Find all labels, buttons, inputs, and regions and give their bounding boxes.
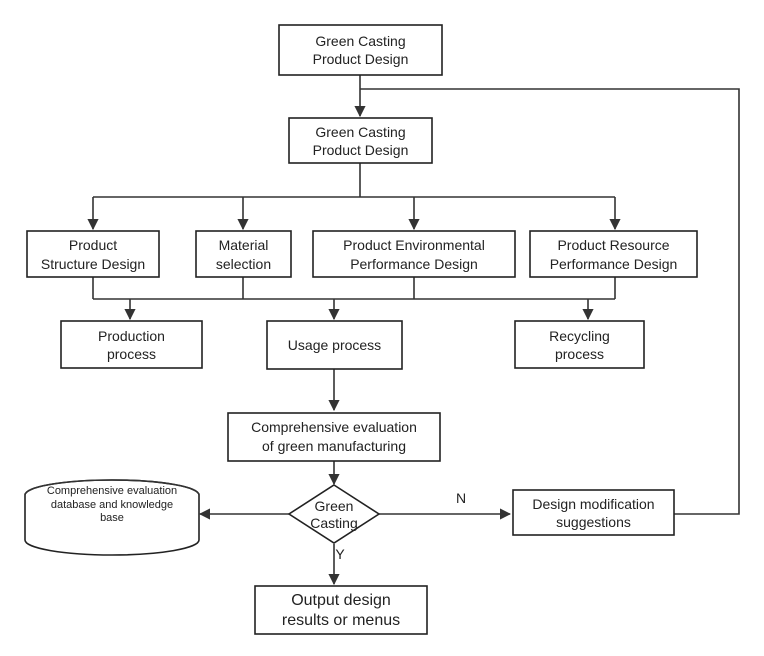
node-material-selection-line1: Material: [219, 237, 269, 253]
node-database-line1: Comprehensive evaluation: [47, 485, 177, 497]
node-material-selection: Material selection: [195, 230, 292, 278]
node-structure-design-line1: Product: [69, 237, 117, 253]
node-top-design-line2: Product Design: [313, 51, 409, 67]
node-second-design: Green Casting Product Design: [288, 117, 433, 164]
edge-feedback-loop: [360, 88, 740, 515]
node-output-line1: Output design: [291, 592, 391, 609]
node-usage-process: Usage process: [266, 320, 403, 370]
node-resource-design: Product Resource Performance Design: [529, 230, 698, 278]
node-recycling-process: Recycling process: [514, 320, 645, 369]
node-top-design: Green Casting Product Design: [278, 24, 443, 76]
node-structure-design-line2: Structure Design: [41, 256, 145, 272]
node-recycling-process-line1: Recycling: [549, 328, 610, 344]
node-modification-line1: Design modification: [532, 496, 654, 512]
node-second-design-line2: Product Design: [313, 142, 409, 158]
edge-label-yes: Y: [335, 546, 345, 562]
node-resource-design-line2: Performance Design: [550, 256, 678, 272]
node-comprehensive-evaluation-line1: Comprehensive evaluation: [251, 419, 417, 435]
node-database-line3: base: [100, 512, 124, 524]
node-comprehensive-evaluation-line2: of green manufacturing: [262, 438, 406, 454]
node-modification: Design modification suggestions: [512, 489, 675, 536]
node-decision: Green Casting: [287, 484, 381, 544]
node-decision-line2: Casting: [310, 515, 357, 531]
connectors: [87, 75, 740, 586]
node-modification-line2: suggestions: [556, 514, 631, 530]
node-environmental-design: Product Environmental Performance Design: [312, 230, 516, 278]
node-second-design-line1: Green Casting: [315, 124, 405, 140]
node-production-process-line1: Production: [98, 328, 165, 344]
node-environmental-design-line2: Performance Design: [350, 256, 478, 272]
node-output-line2: results or menus: [282, 612, 400, 629]
edge-label-no: N: [456, 490, 466, 506]
node-decision-line1: Green: [315, 498, 354, 514]
node-structure-design: Product Structure Design: [26, 230, 160, 278]
node-output: Output design results or menus: [254, 585, 428, 635]
node-comprehensive-evaluation: Comprehensive evaluation of green manufa…: [227, 412, 441, 462]
node-resource-design-line1: Product Resource: [557, 237, 669, 253]
node-material-selection-line2: selection: [216, 256, 271, 272]
node-usage-process-line1: Usage process: [288, 337, 381, 353]
node-database-line2: database and knowledge: [51, 499, 173, 511]
node-production-process-line2: process: [107, 346, 156, 362]
node-top-design-line1: Green Casting: [315, 33, 405, 49]
node-production-process: Production process: [60, 320, 203, 369]
node-recycling-process-line2: process: [555, 346, 604, 362]
node-environmental-design-line1: Product Environmental: [343, 237, 485, 253]
node-database: Comprehensive evaluation database and kn…: [24, 479, 200, 556]
